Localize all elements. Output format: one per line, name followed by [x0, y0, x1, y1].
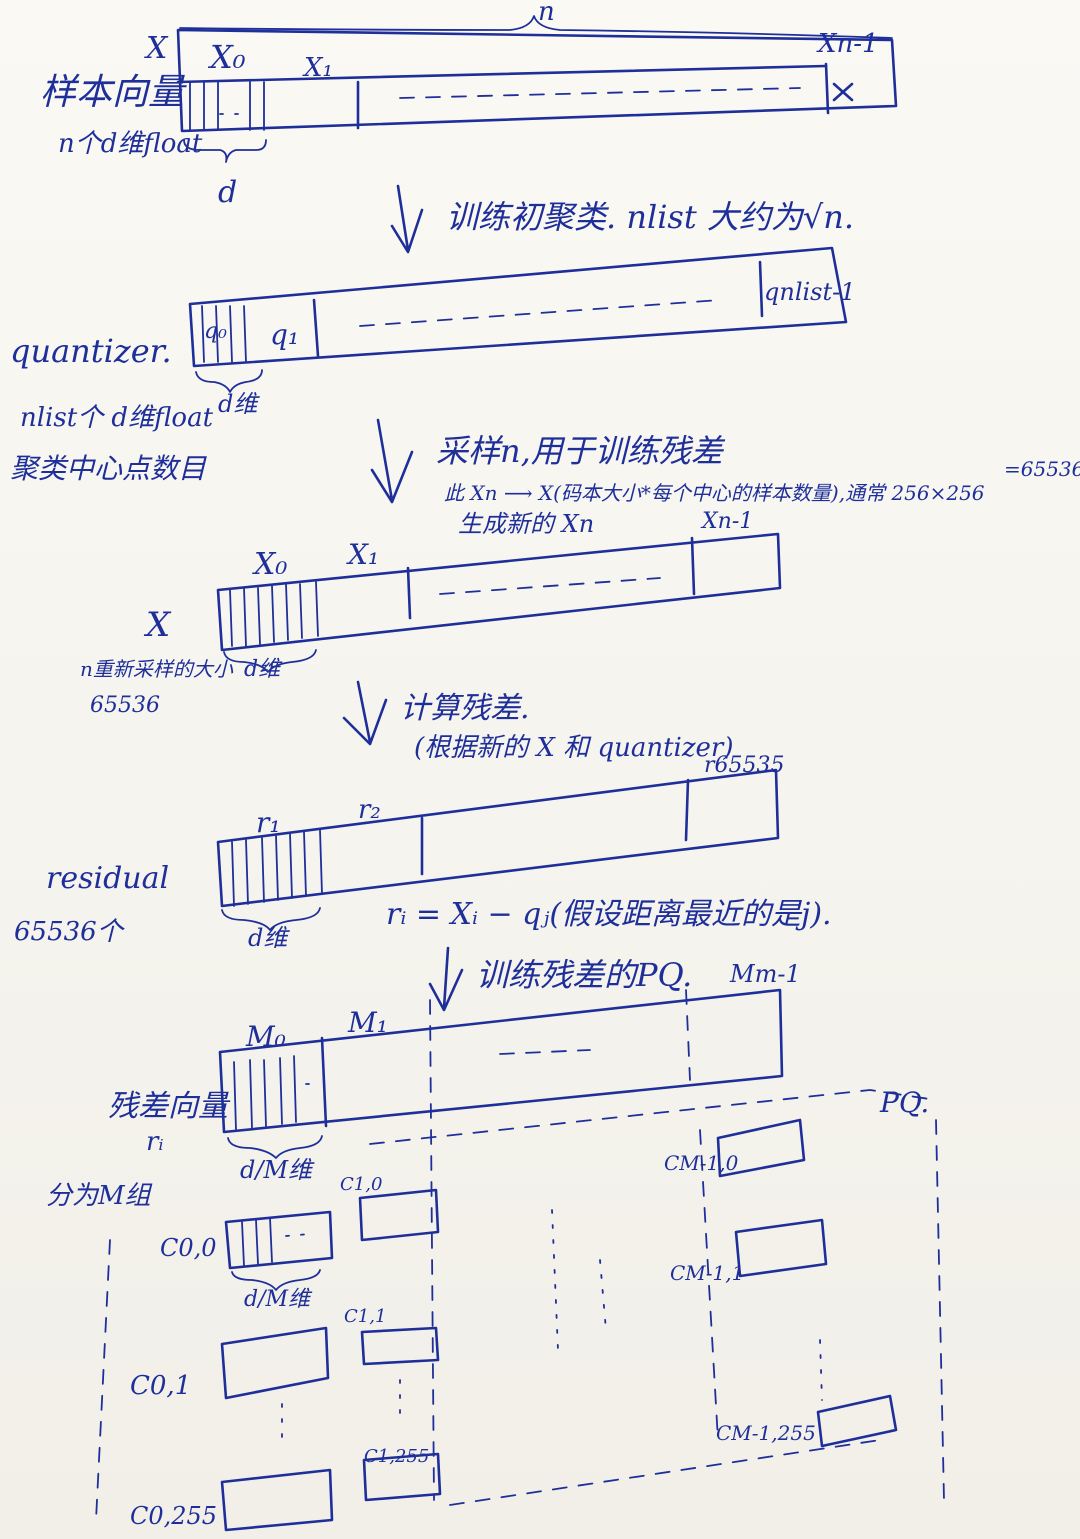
resampled-d-label: d维	[244, 657, 283, 682]
mn-label: Mm-1	[729, 960, 801, 988]
residual-d-label: d维	[248, 924, 290, 952]
qn-label: qnlist-1	[764, 278, 856, 306]
resampled-x-bar	[216, 532, 782, 673]
resample-count: 65536	[90, 693, 160, 718]
quantizer-subtitle: nlist个 d维float	[20, 403, 214, 433]
new-xn-text: 生成新的 Xn	[458, 510, 594, 538]
sample-train-text: 采样n,用于训练残差	[436, 432, 726, 470]
dm-label-1: d/M维	[240, 1156, 315, 1184]
c1255-label: C1,255	[364, 1446, 429, 1467]
train-coarse-text: 训练初聚类. nlist 大约为√n.	[446, 198, 854, 236]
xn1-label-2: Xn-1	[700, 509, 753, 534]
c11-label: C1,1	[344, 1306, 386, 1327]
dm-label-2: d/M维	[244, 1287, 313, 1312]
split-into-m-groups: 分为M组	[46, 1181, 153, 1211]
residual-vector-bar	[218, 988, 784, 1501]
down-arrow-3	[342, 680, 388, 746]
x-matrix-label: X	[144, 31, 169, 66]
sample-vector-title: 样本向量	[40, 72, 187, 113]
sample-vector-bar	[176, 15, 898, 163]
x0-label: X₀	[207, 38, 246, 76]
quantizer-bar	[188, 246, 848, 393]
sample-vector-subtitle: n个d维float	[58, 129, 203, 159]
residual-vector-title: 残差向量	[108, 1089, 231, 1124]
ri-label: rᵢ	[146, 1127, 164, 1157]
c01-label: C0,1	[130, 1371, 191, 1401]
x-label-2: X	[143, 605, 172, 645]
cm255-label: CM-1,255	[716, 1421, 816, 1445]
xn1-label: Xn-1	[816, 29, 879, 59]
codebook-0	[220, 1210, 334, 1532]
n-label: n	[538, 0, 555, 27]
x0-label-2: X₀	[252, 547, 287, 582]
rn-label: r65535	[704, 753, 785, 778]
codebook-1	[358, 1188, 442, 1502]
sample-count-eq: =65536	[1004, 457, 1080, 481]
down-arrow-2	[370, 418, 414, 504]
quantizer-d-label: d维	[218, 390, 260, 418]
x1-label-2: X₁	[346, 538, 379, 571]
c0255-label: C0,255	[130, 1502, 217, 1530]
r1-label: r₁	[256, 806, 281, 839]
residual-title: residual	[46, 861, 169, 896]
cluster-center-note: 聚类中心点数目	[10, 452, 207, 485]
down-arrow-4	[428, 946, 464, 1012]
m1-label: M₁	[347, 1006, 388, 1039]
c10-label: C1,0	[340, 1174, 382, 1195]
quantizer-title: quantizer.	[10, 332, 172, 370]
x1-label: X₁	[302, 53, 333, 83]
residual-count: 65536个	[14, 917, 126, 947]
down-arrow-1	[390, 184, 424, 254]
resample-size-text: n重新采样的大小	[80, 657, 234, 681]
q1-label: q₁	[270, 318, 299, 351]
c00-label: C0,0	[160, 1234, 217, 1262]
m0-label: M₀	[245, 1020, 286, 1053]
codebook-m-1	[551, 1118, 898, 1448]
residual-bar	[216, 768, 780, 931]
cm0-label: CM-1,0	[664, 1151, 739, 1175]
q0-label: q₀	[204, 319, 227, 344]
residual-formula: rᵢ = Xᵢ − qⱼ(假设距离最近的是j).	[386, 897, 832, 932]
pq-label: PQ.	[879, 1086, 929, 1119]
cm1-label: CM-1,1	[670, 1261, 744, 1285]
compute-residual-text: 计算残差.	[400, 691, 530, 726]
pq-region-outline	[95, 1089, 945, 1521]
compute-residual-note: (根据新的 X 和 quantizer)	[414, 733, 734, 763]
sample-note-text: 此 Xn ⟶ X(码本大小*每个中心的样本数量),通常 256×256	[444, 481, 985, 505]
r2-label: r₂	[358, 795, 381, 825]
train-pq-text: 训练残差的PQ.	[476, 956, 692, 994]
d-dimension-label: d	[218, 175, 237, 210]
